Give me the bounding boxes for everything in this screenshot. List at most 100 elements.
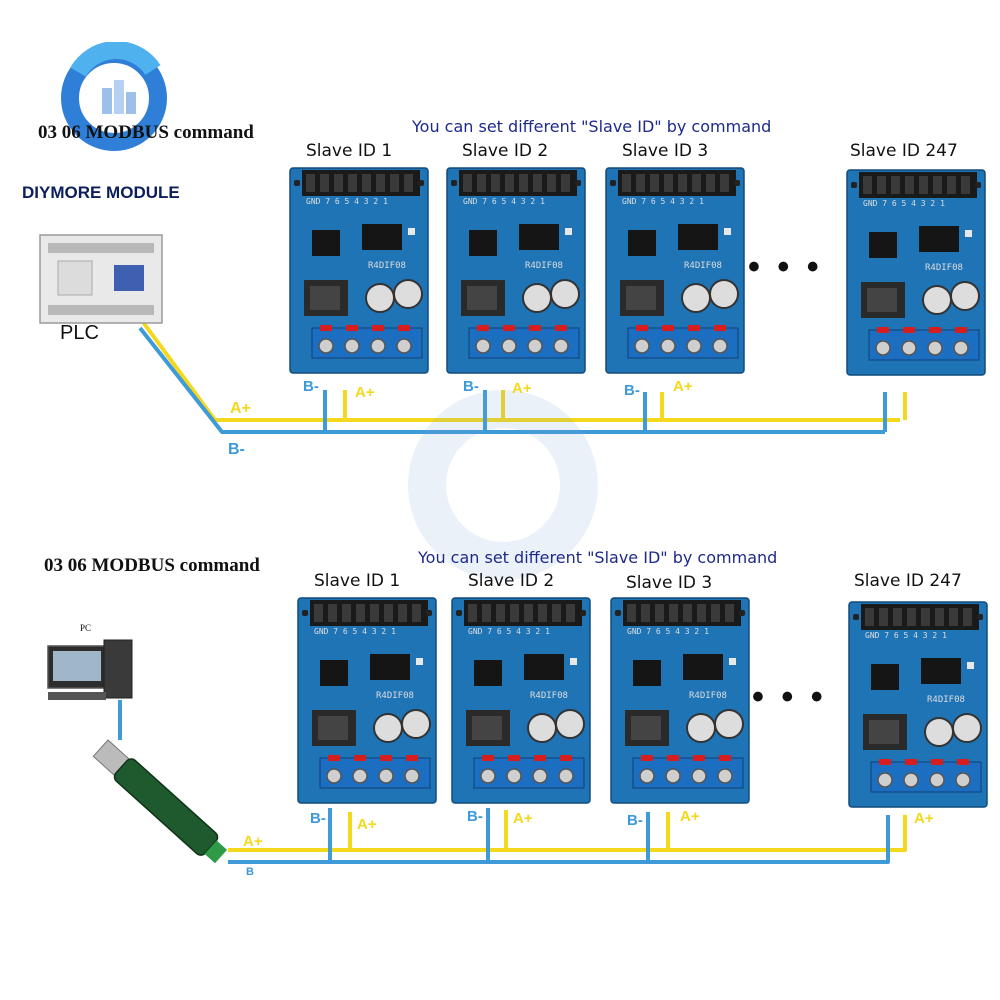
bottom-board-1-pin-4	[356, 604, 365, 622]
top-board-247-pin-7	[947, 176, 956, 194]
top-board-2-hole-2	[575, 180, 581, 186]
top-board-1-screw-1	[318, 338, 334, 354]
top-board-3-screw-2	[660, 338, 676, 354]
top-b-label-2: B-	[463, 378, 479, 395]
top-board-2-screw-1	[475, 338, 491, 354]
bottom-board-3-pin-7	[711, 604, 720, 622]
bottom-board-3-terminal-mark-1	[641, 755, 653, 761]
top-board-2-pin-7	[547, 174, 556, 192]
bottom-board-3-pin-3	[655, 604, 664, 622]
top-board-1-terminal-mark-3	[372, 325, 384, 331]
top-slave-label-1: Slave ID 1	[306, 141, 393, 161]
bottom-board-1-pcb	[297, 597, 437, 804]
top-a-label-3: A+	[673, 378, 693, 395]
top-board-1-cap-1	[365, 283, 395, 313]
bottom-board-2-pin-4	[510, 604, 519, 622]
top-board-247-terminal-mark-3	[929, 327, 941, 333]
bottom-board-247-terminal-mark-3	[931, 759, 943, 765]
top-board-1-pin-1	[306, 174, 315, 192]
bottom-slave-label-247: Slave ID 247	[854, 571, 962, 591]
top-board-3-regulator-tab	[626, 286, 656, 310]
top-board-1-led	[408, 228, 415, 235]
usb-rs485-adapter-icon	[92, 739, 228, 864]
bottom-board-1-cap-1	[373, 713, 403, 743]
top-board-3-terminal-mark-2	[662, 325, 674, 331]
bottom-board-247-screw-4	[955, 772, 971, 788]
bottom-board-3-terminal-mark-4	[719, 755, 731, 761]
top-board-247-pin-4	[905, 176, 914, 194]
top-board-247-screw-2	[901, 340, 917, 356]
bottom-board-247-terminal-mark-4	[957, 759, 969, 765]
top-board-3-cap-1	[681, 283, 711, 313]
bottom-board-247-pin-3	[893, 608, 902, 626]
top-board-247-chip-main	[919, 226, 959, 252]
bottom-board-1-pin-8	[412, 604, 421, 622]
bottom-board-1-pin-3	[342, 604, 351, 622]
plc-display	[114, 265, 144, 291]
top-board-2-chip-label: R4DIF08	[525, 261, 563, 271]
bottom-board-1-hole-1	[302, 610, 308, 616]
top-board-3-pcb	[605, 167, 745, 374]
top-board-2-cap-1	[522, 283, 552, 313]
top-board-247-screw-3	[927, 340, 943, 356]
top-board-1-screw-3	[370, 338, 386, 354]
top-board-3-terminal-mark-3	[688, 325, 700, 331]
bottom-board-1-screw-2	[352, 768, 368, 784]
top-board-247-pin-header	[859, 172, 977, 198]
top-b-label-1: B-	[303, 378, 319, 395]
top-board-2-pin-2	[477, 174, 486, 192]
bottom-board-1-pin-5	[370, 604, 379, 622]
top-board-2-screw-4	[553, 338, 569, 354]
bottom-board-247-hole-2	[977, 614, 983, 620]
bottom-board-2-screw-1	[480, 768, 496, 784]
bottom-a-label-247: A+	[914, 810, 934, 827]
top-board-247-terminal-mark-2	[903, 327, 915, 333]
top-board-2-pin-5	[519, 174, 528, 192]
top-board-3-screw-1	[634, 338, 650, 354]
plc-label: PLC	[60, 322, 99, 344]
bottom-board-3-cap-1	[686, 713, 716, 743]
top-board-3-terminal-mark-4	[714, 325, 726, 331]
bottom-board-247-chip-label: R4DIF08	[927, 695, 965, 705]
bottom-b-label-3: B-	[627, 812, 643, 829]
bottom-board-3-pin-5	[683, 604, 692, 622]
top-command-title: 03 06 MODBUS command	[38, 122, 254, 143]
bottom-board-1-hole-2	[426, 610, 432, 616]
bottom-board-2-pin-header	[464, 600, 582, 626]
bottom-board-3-pin-text: GND 7 6 5 4 3 2 1	[627, 627, 709, 636]
plc-bottom-terminals	[48, 305, 154, 315]
pc-tower	[103, 639, 133, 699]
bottom-board-2-cap-1	[527, 713, 557, 743]
diymore-logo-icon	[58, 42, 170, 154]
bottom-board-247-terminal-mark-2	[905, 759, 917, 765]
bottom-board-247-terminal-mark-1	[879, 759, 891, 765]
top-board-2-hole-1	[451, 180, 457, 186]
bottom-board-2: GND 7 6 5 4 3 2 1 R4DIF08	[451, 597, 591, 804]
top-board-2-regulator-tab	[467, 286, 497, 310]
bottom-board-2-regulator-tab	[472, 716, 502, 740]
bottom-board-2-pin-7	[552, 604, 561, 622]
top-board-1-pin-2	[320, 174, 329, 192]
bottom-board-3-pin-8	[725, 604, 734, 622]
top-board-3-led	[724, 228, 731, 235]
top-board-2-led	[565, 228, 572, 235]
bottom-board-247-pin-4	[907, 608, 916, 626]
bottom-a-label-2: A+	[513, 810, 533, 827]
bottom-board-2-pin-8	[566, 604, 575, 622]
top-board-3-cap-2	[709, 279, 739, 309]
bottom-board-1-pin-7	[398, 604, 407, 622]
top-slave-label-2: Slave ID 2	[462, 141, 549, 161]
top-board-247-pin-8	[961, 176, 970, 194]
top-board-3-chip-main	[678, 224, 718, 250]
bottom-command-title: 03 06 MODBUS command	[44, 555, 260, 576]
top-board-3-hole-2	[734, 180, 740, 186]
top-board-1-chip-label: R4DIF08	[368, 261, 406, 271]
bottom-board-247-pin-2	[879, 608, 888, 626]
bottom-board-2-chip-label: R4DIF08	[530, 691, 568, 701]
top-board-247-pin-5	[919, 176, 928, 194]
bottom-board-2-pin-text: GND 7 6 5 4 3 2 1	[468, 627, 550, 636]
top-board-247-cap-2	[950, 281, 980, 311]
top-board-3-pin-header	[618, 170, 736, 196]
